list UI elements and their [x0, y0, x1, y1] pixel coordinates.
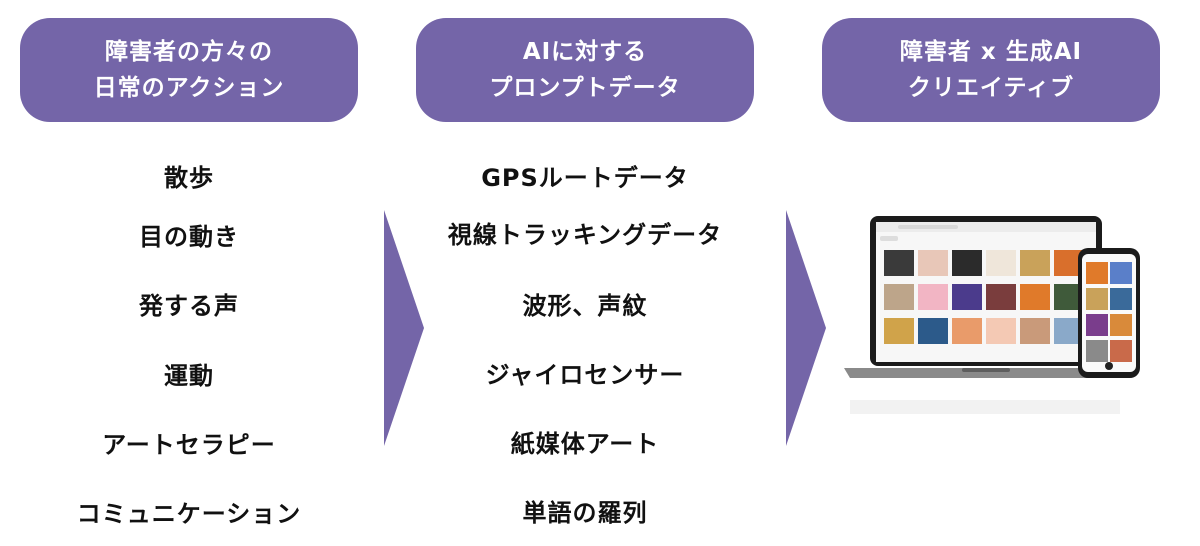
prompt-item: 紙媒体アート	[510, 430, 660, 458]
header-actions-line1: 障害者の方々の	[105, 39, 273, 65]
header-prompt-data: AIに対する プロンプトデータ	[416, 18, 754, 122]
header-creative-line1: 障害者 x 生成AI	[899, 39, 1083, 65]
prompt-item: 波形、声紋	[522, 292, 648, 320]
prompt-item: 視線トラッキングデータ	[447, 221, 723, 249]
header-actions: 障害者の方々の 日常のアクション	[20, 18, 358, 122]
action-item: アートセラピー	[102, 431, 276, 459]
prompt-item: 単語の羅列	[522, 499, 648, 527]
action-item: 目の動き	[139, 223, 239, 251]
header-prompt-line1: AIに対する	[522, 39, 648, 65]
header-creative-line2: クリエイティブ	[907, 75, 1075, 101]
device-mockup-image	[844, 216, 1140, 414]
action-item: 散歩	[164, 164, 214, 192]
prompt-item: ジャイロセンサー	[485, 361, 685, 389]
action-item: コミュニケーション	[76, 500, 302, 528]
header-actions-line2: 日常のアクション	[93, 75, 285, 101]
action-item: 発する声	[139, 292, 239, 320]
header-prompt-line2: プロンプトデータ	[489, 75, 681, 101]
prompt-item: GPSルートデータ	[481, 164, 689, 192]
chevron-right-icon	[384, 210, 424, 446]
header-creative: 障害者 x 生成AI クリエイティブ	[822, 18, 1160, 122]
chevron-right-icon	[786, 210, 826, 446]
action-item: 運動	[164, 362, 214, 390]
